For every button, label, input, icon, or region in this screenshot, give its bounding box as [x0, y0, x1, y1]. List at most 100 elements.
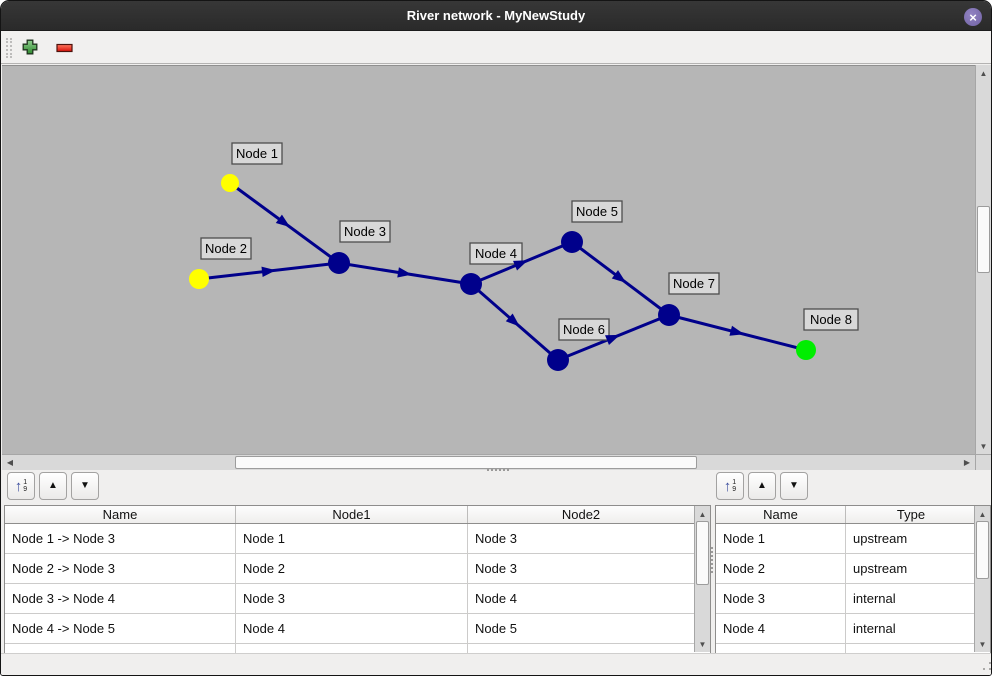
node-label-text: Node 1 [236, 146, 278, 161]
node-label-box-node-1[interactable] [231, 142, 283, 165]
edge-arrow-icon [729, 325, 745, 336]
table-cell [846, 644, 976, 653]
scroll-up-icon[interactable]: ▲ [975, 507, 990, 521]
add-node-button[interactable] [19, 37, 41, 59]
remove-icon [55, 41, 73, 56]
table-cell: Node 1 -> Node 3 [5, 524, 236, 553]
left-move-down-button[interactable]: ▼ [71, 472, 99, 500]
scroll-down-icon[interactable]: ▼ [976, 439, 991, 453]
node-label-box-node-2[interactable] [200, 237, 252, 260]
network-node-node-8[interactable] [796, 340, 816, 360]
node-label-text: Node 8 [810, 312, 852, 327]
column-header[interactable]: Name [716, 506, 846, 523]
edge-arrow-icon [275, 214, 291, 228]
table-row[interactable]: Node 1 upstream [716, 524, 990, 554]
node-label-text: Node 5 [576, 204, 618, 219]
right-move-down-button[interactable]: ▼ [780, 472, 808, 500]
node-label-box-node-3[interactable] [339, 220, 391, 243]
column-header[interactable]: Name [5, 506, 236, 523]
canvas-vertical-scrollbar[interactable]: ▲ ▼ [975, 65, 991, 454]
left-move-up-button[interactable]: ▲ [39, 472, 67, 500]
node-label-box-node-8[interactable] [803, 308, 859, 331]
node-label-text: Node 6 [563, 322, 605, 337]
table-cell: Node 1 [716, 524, 846, 553]
node-label-box-node-4[interactable] [469, 242, 523, 265]
main-toolbar [1, 31, 991, 64]
column-header[interactable]: Node1 [236, 506, 468, 523]
edge-arrow-icon [605, 334, 620, 345]
close-icon: × [969, 9, 977, 25]
table-row[interactable] [716, 644, 990, 653]
table-cell: Node 3 [475, 561, 517, 576]
node-label-text: Node 2 [205, 241, 247, 256]
scrollbar-thumb[interactable] [696, 521, 709, 585]
table-cell: Node 3 [716, 584, 846, 613]
canvas-vertical-scrollbar-thumb[interactable] [977, 206, 990, 273]
network-node-node-2[interactable] [189, 269, 209, 289]
reaches-table-scrollbar[interactable]: ▲ ▼ [694, 506, 710, 652]
scroll-down-icon[interactable]: ▼ [695, 637, 710, 651]
scrollbar-corner [975, 454, 991, 470]
node-label-box-node-7[interactable] [668, 272, 720, 295]
column-header[interactable]: Node2 [561, 507, 601, 522]
edge-arrow-icon [261, 266, 276, 277]
vertical-splitter-handle[interactable] [711, 547, 713, 573]
scrollbar-thumb[interactable] [976, 521, 989, 579]
table-row[interactable]: Node 3 internal [716, 584, 990, 614]
network-node-node-5[interactable] [561, 231, 583, 253]
table-cell: Node 2 -> Node 3 [5, 554, 236, 583]
edge-arrow-icon [505, 313, 520, 327]
edge-arrow-icon [513, 260, 528, 271]
nodes-table-scrollbar[interactable]: ▲ ▼ [974, 506, 990, 652]
right-move-up-button[interactable]: ▲ [748, 472, 776, 500]
scroll-left-icon[interactable]: ◀ [3, 455, 17, 470]
horizontal-splitter-handle[interactable] [487, 469, 509, 471]
scroll-up-icon[interactable]: ▲ [976, 66, 991, 80]
scroll-right-icon[interactable]: ▶ [960, 455, 974, 470]
canvas-horizontal-scrollbar-thumb[interactable] [235, 456, 697, 469]
network-node-node-1[interactable] [221, 174, 239, 192]
remove-node-button[interactable] [53, 37, 75, 59]
table-row[interactable] [5, 644, 710, 653]
edge-arrow-icon [611, 270, 627, 283]
node-label-box-node-5[interactable] [571, 200, 623, 223]
network-node-node-7[interactable] [658, 304, 680, 326]
network-node-node-3[interactable] [328, 252, 350, 274]
scroll-down-icon[interactable]: ▼ [975, 637, 990, 651]
table-cell [716, 644, 846, 653]
down-triangle-icon: ▼ [80, 480, 90, 491]
table-cell: upstream [853, 531, 908, 546]
network-node-node-4[interactable] [460, 273, 482, 295]
edge-arrow-icon [397, 267, 412, 278]
close-button[interactable]: × [964, 8, 982, 26]
up-triangle-icon: ▲ [757, 480, 767, 491]
node-label-box-node-6[interactable] [558, 318, 610, 341]
resize-grip-icon[interactable] [983, 668, 985, 670]
down-triangle-icon: ▼ [789, 480, 799, 491]
network-node-node-6[interactable] [547, 349, 569, 371]
table-cell: Node 2 [236, 554, 468, 583]
toolbar-drag-handle[interactable] [6, 38, 12, 58]
up-triangle-icon: ▲ [48, 480, 58, 491]
scroll-up-icon[interactable]: ▲ [695, 507, 710, 521]
canvas-horizontal-scrollbar[interactable]: ◀ ▶ [2, 454, 975, 470]
table-cell: internal [853, 621, 896, 636]
table-cell: Node 3 [236, 584, 468, 613]
table-cell: internal [853, 591, 896, 606]
table-cell: Node 1 [236, 524, 468, 553]
column-header[interactable]: Type [896, 507, 926, 522]
